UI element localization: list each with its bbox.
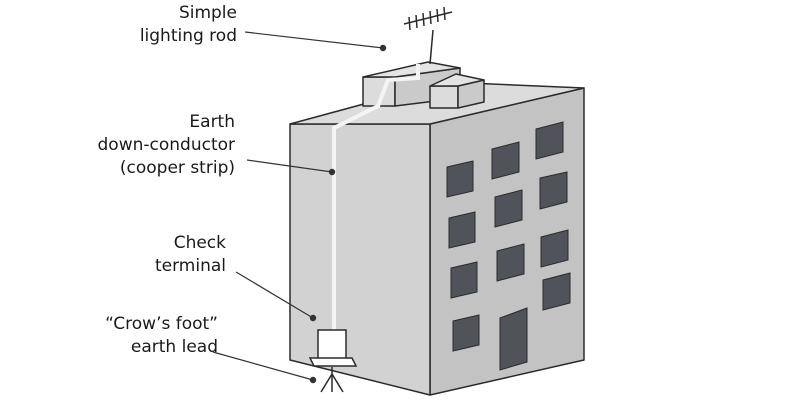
leader-line-conductor — [246, 159, 333, 173]
building-front-face — [289, 123, 431, 396]
roof-box-top — [362, 61, 461, 78]
window — [496, 243, 525, 282]
leader-dot — [309, 314, 317, 322]
crows-foot-icon — [320, 367, 344, 393]
label-lightning-rod: Simple lighting rod — [139, 3, 237, 46]
door — [499, 307, 528, 371]
leader-dot — [309, 376, 317, 384]
leader-dot — [379, 44, 387, 52]
leader-line-terminal — [235, 271, 314, 319]
window — [446, 160, 474, 198]
label-down-conductor: Earth down-conductor (cooper strip) — [97, 112, 236, 178]
leader-dot — [328, 168, 336, 176]
label-earth-lead: “Crow’s foot” earth lead — [105, 314, 218, 357]
label-check-terminal: Check terminal — [154, 233, 226, 276]
check-terminal-box — [317, 329, 347, 363]
window — [542, 272, 571, 311]
roof-box-small-front — [429, 85, 459, 109]
window — [535, 121, 564, 160]
window — [448, 211, 476, 249]
earth-plate — [308, 357, 358, 367]
window — [494, 189, 523, 228]
leader-line-earth-lead — [212, 351, 314, 381]
window — [540, 229, 569, 268]
window — [539, 171, 568, 210]
window — [450, 261, 478, 299]
copper-strip — [332, 64, 420, 330]
roof-box-small-top — [429, 73, 485, 87]
window — [491, 141, 520, 180]
window — [452, 314, 480, 352]
leader-line-rod — [244, 31, 384, 49]
tv-antenna-icon — [403, 6, 453, 65]
